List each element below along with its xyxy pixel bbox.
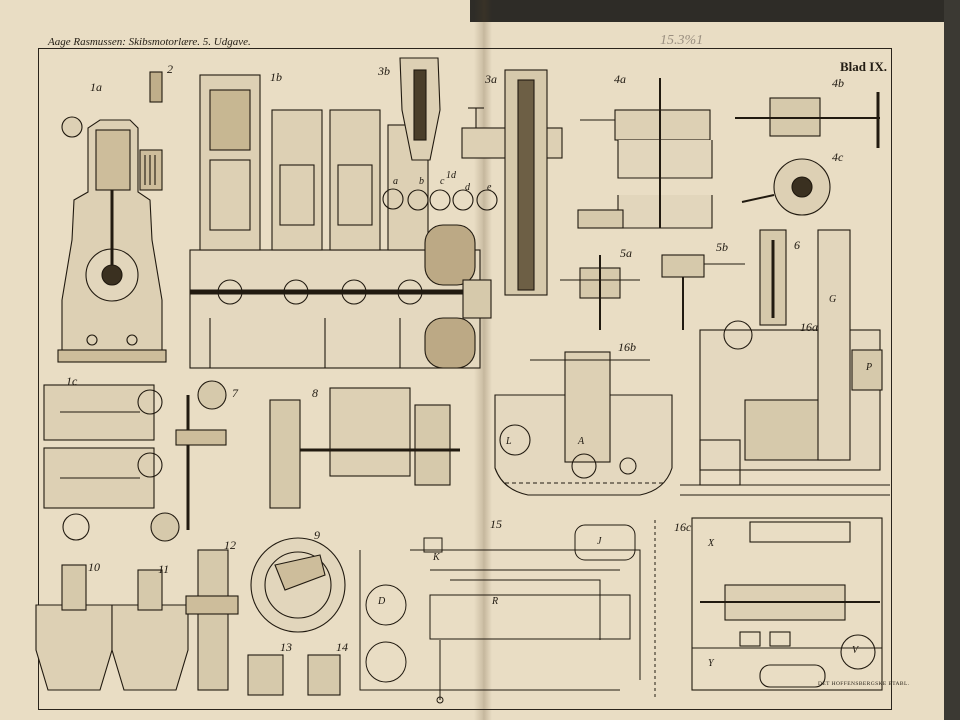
background-edge — [470, 0, 960, 22]
valve-section-11 — [111, 569, 189, 691]
figure-label-15: 15 — [490, 517, 502, 531]
detail-letter-e: e — [487, 182, 492, 193]
pencil-annotation: 15.3%1 — [660, 33, 704, 48]
figure-label-16a: 16a — [800, 320, 818, 334]
detail-letter-J: J — [597, 536, 602, 547]
figure-label-3a: 3a — [485, 72, 497, 86]
detail-letter-P: P — [866, 362, 873, 373]
part-2 — [149, 71, 163, 103]
piping-diagram-15 — [359, 520, 656, 704]
detail-letter-a: a — [393, 176, 398, 187]
figure-label-12: 12 — [224, 538, 236, 552]
figure-label-4a: 4a — [614, 72, 626, 86]
nozzle-3b — [399, 57, 441, 161]
figure-label-4c: 4c — [832, 150, 844, 164]
valve-13 — [247, 654, 284, 696]
engine-elevation-1a — [57, 116, 167, 363]
valve-6 — [759, 229, 787, 326]
cylinder-heads-1c — [43, 384, 163, 541]
printer-imprint: DET HOFFENSBERGSKE ETABL. — [818, 681, 910, 687]
center-fold — [474, 0, 492, 720]
figure-label-5a: 5a — [620, 246, 632, 260]
figure-label-8: 8 — [312, 386, 318, 400]
figure-label-1b: 1b — [270, 70, 282, 84]
figure-label-14: 14 — [336, 640, 348, 654]
figure-label-9: 9 — [314, 528, 320, 542]
figure-label-5b: 5b — [716, 240, 728, 254]
figure-label-2: 2 — [167, 62, 173, 76]
figure-label-7: 7 — [232, 386, 238, 400]
figure-label-11: 11 — [158, 562, 170, 576]
regulator-9 — [250, 537, 346, 633]
valve-section-12 — [185, 549, 239, 691]
detail-letter-D: D — [378, 596, 386, 607]
figure-label-6: 6 — [794, 238, 800, 252]
valve-14 — [307, 654, 341, 696]
detail-letter-c: c — [440, 176, 445, 187]
engine-room-plan-16c — [691, 517, 883, 691]
detail-letter-R: R — [492, 596, 499, 607]
background-edge-right — [944, 0, 960, 720]
figure-label-10: 10 — [88, 560, 100, 574]
fuel-valve-3a — [461, 69, 563, 296]
figure-label-1c: 1c — [66, 374, 78, 388]
valve-5a — [560, 255, 640, 330]
valve-section-10 — [35, 564, 113, 691]
detail-letter-b: b — [419, 176, 424, 187]
detail-letter-X: X — [708, 538, 715, 549]
figure-label-4b: 4b — [832, 76, 844, 90]
pump-8 — [269, 387, 460, 509]
detail-letter-L: L — [506, 436, 512, 447]
valve-5b — [661, 254, 745, 330]
fuel-pump-4a — [577, 78, 713, 229]
header-author-title: Aage Rasmussen: Skibsmotorlære. 5. Udgav… — [48, 36, 251, 48]
figure-label-1d: 1d — [446, 170, 456, 181]
governor-7 — [150, 380, 227, 542]
figure-label-13: 13 — [280, 640, 292, 654]
detail-letter-d: d — [465, 182, 470, 193]
hull-section-16b — [494, 351, 673, 496]
figure-label-16b: 16b — [618, 340, 636, 354]
detail-letter-Y: Y — [708, 658, 714, 669]
engine-section-1b — [189, 74, 492, 369]
engine-room-16a — [680, 229, 890, 496]
detail-letter-A: A — [578, 436, 585, 447]
detail-letter-G: G — [829, 294, 837, 305]
detail-letter-V: V — [852, 645, 859, 656]
valve-discs-1d — [382, 188, 498, 211]
figure-label-1a: 1a — [90, 80, 102, 94]
plate-number: Blad IX. — [840, 59, 887, 74]
figure-label-16c: 16c — [674, 520, 692, 534]
fuel-pump-4c — [741, 158, 831, 216]
detail-letter-K: K — [433, 552, 440, 563]
figure-label-3b: 3b — [378, 64, 390, 78]
plate-frame — [38, 48, 892, 710]
fuel-pump-4b — [735, 92, 880, 148]
